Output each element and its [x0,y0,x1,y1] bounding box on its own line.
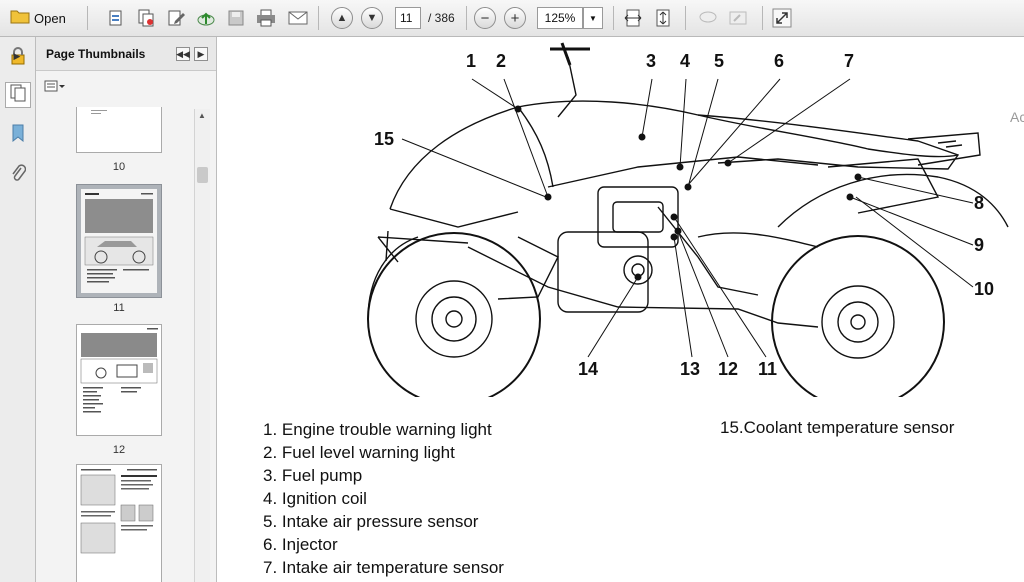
panel-title: Page Thumbnails [46,47,146,61]
legend-item: 3. Fuel pump [263,466,363,485]
thumbnail-scrollbar[interactable]: ▲ [194,109,210,582]
minus-icon: − [474,7,496,29]
thumbnail-label: 12 [112,444,126,456]
highlight-icon[interactable] [726,6,750,30]
open-label: Open [34,10,66,26]
thumbnail-panel: ▶ Page Thumbnails ◀◀ ▶ 10 [14,37,217,582]
separator [685,6,686,30]
pages-icon [10,84,26,106]
separator [466,6,467,30]
email-icon[interactable] [286,6,310,30]
callout-3: 3 [646,51,657,71]
callout-5: 5 [714,51,725,71]
upload-cloud-icon[interactable] [194,6,218,30]
bookmarks-tab[interactable] [5,122,31,148]
chevron-right-icon: ▶ [197,48,205,59]
arrow-up-icon: ▲ [331,7,353,29]
thumbnail-label: 11 [113,302,125,314]
callout-1: 1 [466,51,477,71]
panel-header: ▶ Page Thumbnails ◀◀ ▶ [14,37,216,71]
page-total: / 386 [428,11,455,25]
legend-item: 2. Fuel level warning light [263,443,455,462]
callout-2: 2 [496,51,507,71]
atv-diagram [367,42,1009,397]
callout-11: 11 [758,359,778,379]
callout-6: 6 [774,51,785,71]
legend-item-right: 15.Coolant temperature sensor [720,418,955,437]
open-button[interactable]: Open [10,6,66,30]
paperclip-icon [10,163,27,187]
panel-menu-button[interactable]: ▶ [194,47,208,61]
fit-width-icon[interactable] [621,6,645,30]
thumbnail-page-selected[interactable] [76,184,162,298]
zoom-dropdown-button[interactable]: ▼ [583,7,603,29]
separator [613,6,614,30]
bookmark-icon [11,124,25,146]
thumbnail-list: 10 11 [36,107,194,582]
combine-files-icon[interactable] [134,6,158,30]
scrollbar-thumb[interactable] [197,167,208,183]
previous-page-button[interactable]: ▲ [331,6,353,30]
thumbnail-page[interactable] [76,464,162,582]
zoom-field[interactable]: 125% [537,7,583,29]
navigation-rail [0,37,36,582]
callout-10: 10 [974,279,995,299]
separator [87,6,88,30]
callout-4: 4 [680,51,691,71]
attachments-tab[interactable] [5,162,31,188]
zoom-in-button[interactable]: + [504,6,526,30]
edit-icon[interactable] [164,6,188,30]
page-thumbnails-tab[interactable] [5,82,31,108]
callout-13: 13 [680,359,701,379]
fit-page-icon[interactable] [651,6,675,30]
chevron-down-icon: ▼ [589,13,597,23]
legend-item: 5. Intake air pressure sensor [263,512,479,531]
document-page: 1 2 3 4 5 6 7 8 9 10 11 12 13 14 15 1. E… [218,37,1024,582]
thumbnail-page[interactable] [76,107,162,153]
lock-icon[interactable] [5,43,31,69]
thumbnail-label: 10 [112,161,126,173]
callout-8: 8 [974,193,985,213]
comment-icon[interactable] [696,6,720,30]
callout-15: 15 [374,129,395,149]
arrow-down-icon: ▼ [361,7,383,29]
double-chevron-left-icon: ◀◀ [176,48,190,59]
zoom-out-button[interactable]: − [474,6,496,30]
expand-icon[interactable] [770,6,794,30]
callout-12: 12 [718,359,739,379]
scroll-up-arrow-icon[interactable]: ▲ [198,111,206,120]
expand-panel-arrow-icon[interactable]: ▶ [13,50,21,61]
next-page-button[interactable]: ▼ [361,6,383,30]
legend-item: 1. Engine trouble warning light [263,420,492,439]
callout-9: 9 [974,235,985,255]
separator [762,6,763,30]
main-toolbar: Open ▲ ▼ 11 / 386 − + 125% ▼ [0,0,1024,37]
page-number-input[interactable]: 11 [395,7,421,29]
legend-item: 6. Injector [263,535,338,554]
plus-icon: + [504,7,526,29]
folder-icon [10,8,30,29]
callout-7: 7 [844,51,855,71]
separator [318,6,319,30]
save-icon[interactable] [224,6,248,30]
cut-off-text: Ac [1010,109,1024,125]
print-icon[interactable] [254,6,278,30]
thumbnail-options-button[interactable] [44,80,68,96]
legend-item: 7. Intake air temperature sensor [263,558,504,577]
callout-14: 14 [578,359,599,379]
collapse-panel-button[interactable]: ◀◀ [176,47,190,61]
thumbnail-page[interactable] [76,324,162,436]
create-pdf-icon[interactable] [104,6,128,30]
legend-item: 4. Ignition coil [263,489,367,508]
